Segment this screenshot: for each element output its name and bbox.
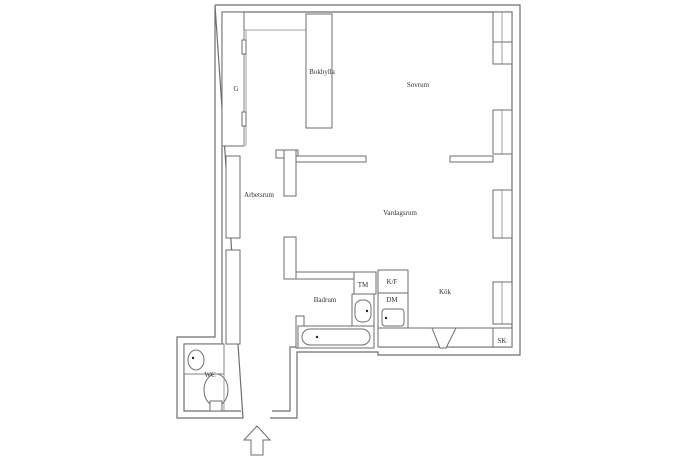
- outer-wall: [176, 4, 521, 419]
- label-badrum: Badrum: [314, 296, 337, 304]
- wardrobe-g: [221, 11, 306, 147]
- kitchen-fixtures: [377, 269, 513, 349]
- windows-right: [492, 11, 513, 325]
- bookshelf: [305, 13, 333, 129]
- label-kok: Kök: [439, 288, 452, 296]
- label-vardagsrum: Vardagsrum: [383, 209, 417, 217]
- label-wc: WC: [204, 371, 216, 379]
- label-sovrum: Sovrum: [407, 81, 430, 89]
- partition-walls: [225, 149, 494, 349]
- wc-fixtures: [183, 343, 229, 412]
- label-arbetsrum: Arbetsrum: [244, 191, 274, 199]
- label-sk: SK: [498, 337, 507, 345]
- bathroom-fixtures: [297, 271, 377, 349]
- label-tm: TM: [358, 281, 369, 289]
- label-bokhylla: Bokhylla: [309, 68, 336, 76]
- entrance-arrow-icon: [242, 425, 272, 456]
- label-kf: K/F: [387, 278, 398, 286]
- label-dm: DM: [386, 296, 398, 304]
- label-g: G: [233, 85, 238, 93]
